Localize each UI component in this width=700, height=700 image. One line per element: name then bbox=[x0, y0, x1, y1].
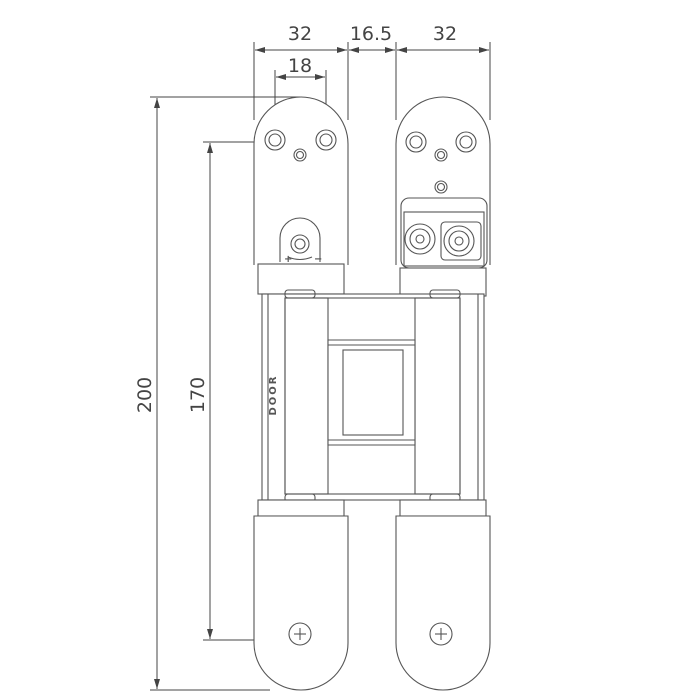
dim-hole-screw-height: 170 bbox=[187, 377, 209, 413]
right-leaf bbox=[395, 96, 491, 297]
dim-total-height: 200 bbox=[134, 377, 156, 413]
dim-right-width: 32 bbox=[433, 23, 457, 45]
screw-icon bbox=[429, 622, 453, 646]
minus-sign: − bbox=[314, 254, 324, 265]
right-leaf-bottom bbox=[395, 499, 491, 691]
dim-left-width: 32 bbox=[288, 23, 312, 45]
plus-sign: + bbox=[284, 254, 294, 265]
dim-hole-spacing: 18 bbox=[288, 55, 312, 77]
screw-icon bbox=[288, 622, 312, 646]
top-dimensions bbox=[253, 42, 491, 142]
dim-gap: 16.5 bbox=[350, 23, 392, 45]
hinge-body bbox=[261, 289, 485, 503]
left-leaf: + − bbox=[253, 96, 349, 295]
door-label: DOOR bbox=[268, 374, 279, 415]
left-leaf-bottom bbox=[253, 499, 349, 691]
